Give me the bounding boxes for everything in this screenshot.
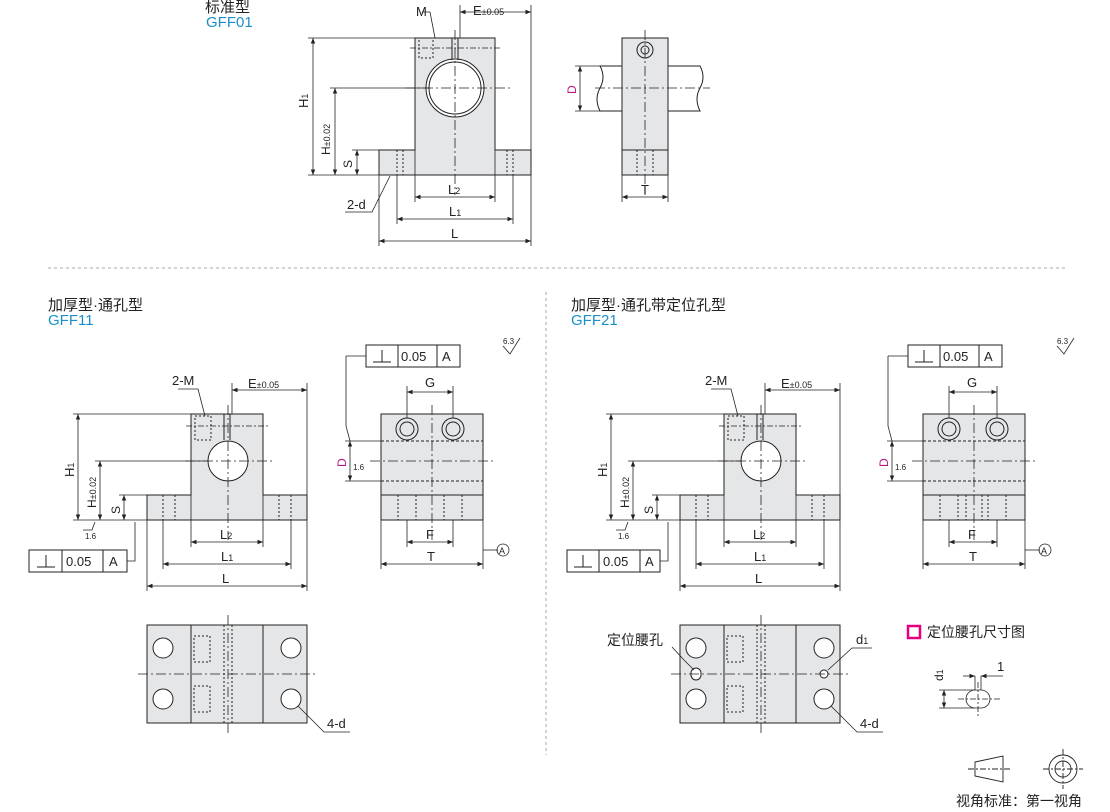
gff21-E-label: E±0.05	[781, 376, 812, 391]
thick-locating-code: GFF21	[571, 312, 618, 329]
first-angle-projection-icon	[968, 749, 1083, 789]
gff21-d1-label: d1	[856, 632, 868, 647]
gff01-L2-label: L2	[448, 182, 460, 197]
gff21-roughness-16: 1.6	[618, 532, 630, 541]
gff21-roughness-63: 6.3	[1057, 337, 1069, 346]
gff21-T-label: T	[969, 549, 977, 564]
gff11-roughness-16: 1.6	[85, 532, 97, 541]
gff21-tol-datum-left: A	[645, 554, 654, 569]
gff11-2M-label: 2-M	[172, 373, 194, 388]
locating-hole-label: 定位腰孔	[607, 632, 663, 648]
gff01-D-label: D	[565, 85, 579, 94]
gff21-G-label: G	[967, 375, 977, 390]
gff21-tol-value-left: 0.05	[603, 554, 628, 569]
gff21-tolerance-frame-top	[907, 344, 1003, 368]
gff21-D-label: D	[877, 458, 891, 467]
gff11-L2-label: L2	[220, 527, 232, 542]
gff21-tol-value-top: 0.05	[943, 349, 968, 364]
gff11-front-view	[146, 413, 308, 521]
gff11-F-label: F	[426, 527, 434, 542]
gff21-S-label: S	[642, 506, 656, 514]
gff11-tol-datum-left: A	[109, 554, 118, 569]
gff21-datum-mark	[1038, 543, 1052, 557]
thick-locating-title: 加厚型·通孔带定位孔型	[571, 297, 726, 314]
gff11-roughness-16-side: 1.6	[353, 463, 365, 472]
gff21-H-label: H±0.02	[618, 477, 632, 508]
gff01-L1-label: L1	[449, 204, 461, 219]
view-standard-label: 视角标准：第一视角	[956, 793, 1082, 809]
standard-code: GFF01	[206, 14, 253, 31]
gff21-datum-letter: A	[1041, 546, 1047, 556]
gff11-datum-mark	[496, 543, 510, 557]
standard-title: 标准型	[205, 0, 251, 16]
gff01-L-label: L	[451, 226, 458, 241]
slot-size-diagram	[939, 673, 1003, 716]
gff11-H-label: H±0.02	[85, 477, 99, 508]
slot-one-label: 1	[997, 659, 1004, 674]
gff11-E-label: E±0.05	[248, 376, 279, 391]
gff11-H1-label: H1	[62, 463, 77, 477]
gff11-tol-datum-top: A	[442, 349, 451, 364]
gff01-H-label: H±0.02	[319, 124, 333, 155]
gff11-G-label: G	[425, 375, 435, 390]
gff01-S-label: S	[341, 160, 355, 168]
gff21-4d-label: 4-d	[860, 716, 879, 731]
gff01-H1-label: H1	[296, 94, 311, 108]
gff21-F-label: F	[968, 527, 976, 542]
gff21-tolerance-frame-left	[566, 549, 661, 573]
gff21-tol-datum-top: A	[984, 349, 993, 364]
gff11-4d-label: 4-d	[327, 716, 346, 731]
gff01-E-label: E±0.05	[473, 3, 504, 18]
gff11-datum-letter: A	[499, 546, 505, 556]
gff21-top-view	[679, 624, 841, 724]
gff11-L-label: L	[222, 571, 229, 586]
gff01-2d-label: 2-d	[347, 197, 366, 212]
thick-through-code: GFF11	[48, 312, 94, 329]
slot-d1-label: d1	[932, 669, 946, 681]
gff11-L1-label: L1	[221, 549, 233, 564]
gff21-L-label: L	[755, 571, 762, 586]
slot-legend-marker	[906, 624, 922, 640]
gff01-M-label: M	[416, 4, 427, 19]
gff11-T-label: T	[427, 549, 435, 564]
gff01-side-view	[596, 37, 704, 176]
gff11-tol-value-top: 0.05	[401, 349, 426, 364]
gff11-top-view	[146, 624, 308, 724]
gff11-S-label: S	[109, 506, 123, 514]
gff11-tolerance-frame-left	[28, 549, 128, 573]
slot-legend-title: 定位腰孔尺寸图	[927, 624, 1025, 640]
gff21-H1-label: H1	[595, 463, 610, 477]
gff21-2M-label: 2-M	[705, 373, 727, 388]
gff21-roughness-16-side: 1.6	[895, 463, 907, 472]
gff21-L1-label: L1	[754, 549, 766, 564]
gff11-tol-value-left: 0.05	[66, 554, 91, 569]
gff11-tolerance-frame-top	[365, 344, 461, 368]
gff11-roughness-63: 6.3	[503, 337, 515, 346]
gff21-front-view	[679, 413, 841, 521]
thick-through-title: 加厚型·通孔型	[48, 297, 143, 314]
gff21-L2-label: L2	[753, 527, 765, 542]
gff01-T-label: T	[641, 182, 649, 197]
gff11-D-label: D	[335, 458, 349, 467]
